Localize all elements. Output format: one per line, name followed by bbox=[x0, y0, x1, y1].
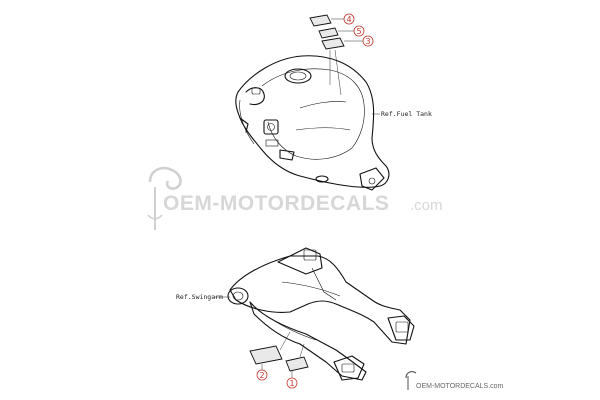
watermark-suffix: .com bbox=[410, 197, 443, 214]
swingarm-ref-label: Ref.Swingarm bbox=[176, 293, 223, 301]
small-watermark: OEM-MOTORDECALS.com bbox=[405, 371, 504, 390]
decal-4 bbox=[309, 14, 344, 27]
fuel-tank-ref-label: Ref.Fuel Tank bbox=[381, 110, 432, 118]
watermark-logo-icon bbox=[147, 166, 182, 230]
decal-5 bbox=[318, 27, 354, 39]
watermark: OEM-MOTORDECALS .com bbox=[147, 166, 443, 230]
small-logo-icon bbox=[405, 371, 417, 390]
svg-text:2: 2 bbox=[259, 371, 264, 380]
small-watermark-text: OEM-MOTORDECALS.com bbox=[416, 383, 504, 390]
callout-3: 3 bbox=[362, 35, 374, 47]
callout-2: 2 bbox=[256, 369, 268, 381]
decal-3 bbox=[321, 37, 363, 96]
decal-1 bbox=[285, 343, 309, 378]
callout-5: 5 bbox=[353, 25, 365, 37]
svg-text:3: 3 bbox=[365, 37, 370, 46]
watermark-text: OEM-MOTORDECALS bbox=[163, 192, 389, 215]
svg-text:5: 5 bbox=[356, 27, 361, 36]
svg-text:4: 4 bbox=[346, 15, 351, 24]
svg-text:1: 1 bbox=[289, 379, 294, 388]
callout-4: 4 bbox=[343, 13, 355, 25]
fuel-tank-drawing bbox=[235, 55, 390, 191]
swingarm-drawing bbox=[227, 247, 415, 381]
decal-2 bbox=[249, 331, 291, 370]
callout-1: 1 bbox=[286, 377, 298, 389]
